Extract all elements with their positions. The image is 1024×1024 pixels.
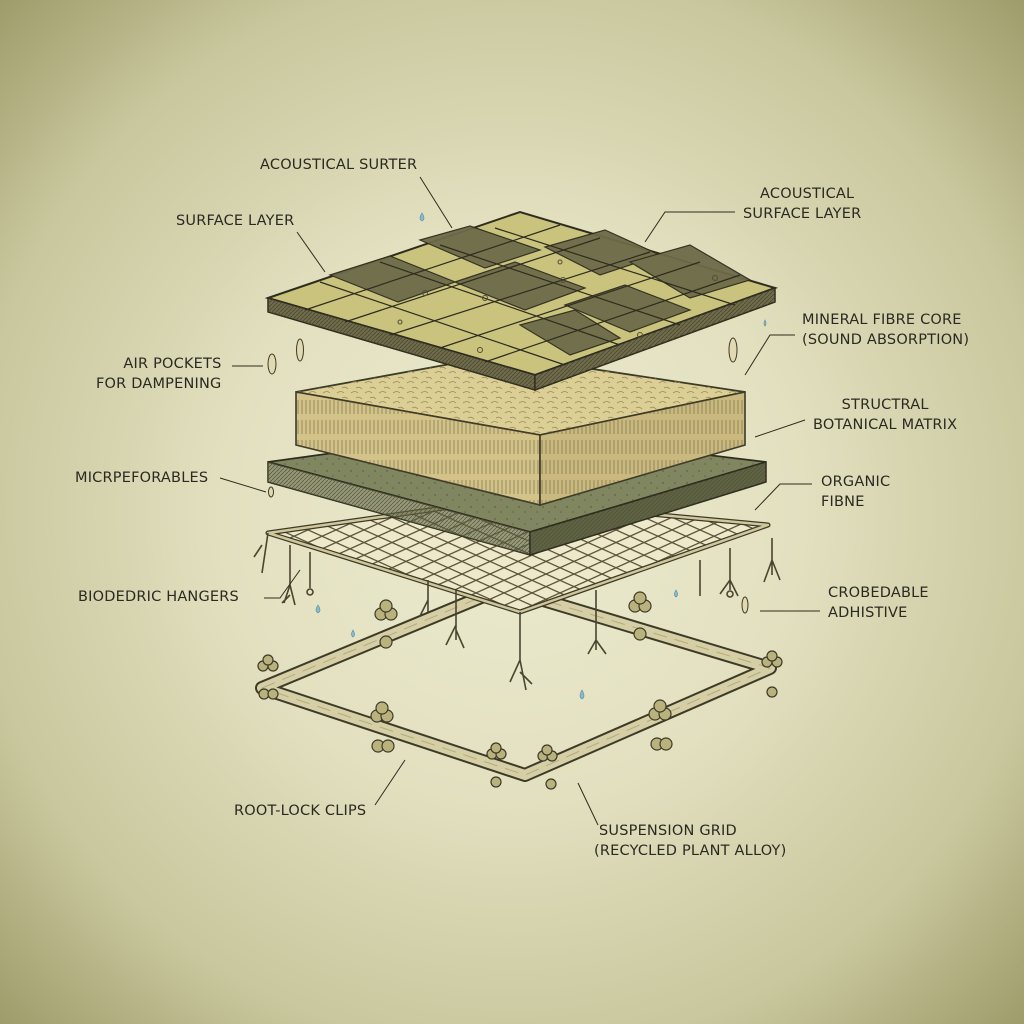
leader-lines [219, 176, 820, 826]
label-line: AIR POCKETS [123, 356, 222, 372]
label-structural-botanical-matrix: STRUCTRAL BOTANICAL MATRIX [813, 395, 957, 435]
acoustical-surface-layer [264, 210, 779, 392]
label-surface-layer: SURFACE LAYER [176, 211, 294, 231]
mineral-fibre-core [295, 354, 746, 507]
label-line: MICRPEFORABLES [75, 470, 209, 486]
label-line: FOR DAMPENING [96, 376, 222, 392]
label-line: BOTANICAL MATRIX [813, 417, 958, 433]
label-line: CROBEDABLE [828, 585, 929, 601]
label-line: STRUCTRAL [841, 397, 929, 413]
label-line: ADHISTIVE [828, 605, 908, 621]
label-line: FIBNE [821, 494, 865, 510]
label-acoustical-surface-layer: ACOUSTICAL SURFACE LAYER [743, 184, 861, 224]
label-line: MINERAL FIBRE CORE [802, 312, 962, 328]
suspension-frame [255, 581, 777, 782]
label-line: (SOUND ABSORPTION) [802, 332, 970, 348]
label-root-lock-clips: ROOT-LOCK CLIPS [234, 801, 366, 821]
label-air-pockets: AIR POCKETS FOR DAMPENING [96, 354, 222, 394]
root-lock-clips [257, 591, 783, 790]
label-line: (RECYCLED PLANT ALLOY) [594, 843, 787, 859]
label-line: ACOUSTICAL [760, 186, 855, 202]
air-pocket-icons [267, 337, 749, 614]
label-line: ORGANIC [821, 474, 891, 490]
label-line: SUSPENSION GRID [599, 823, 737, 839]
label-biodedric-hangers: BIODEDRIC HANGERS [78, 587, 239, 607]
label-acoustical-surter: ACOUSTICAL SURTER [260, 155, 417, 175]
label-line: ROOT-LOCK CLIPS [234, 803, 367, 819]
label-microperforables: MICRPEFORABLES [75, 468, 208, 488]
label-line: BIODEDRIC HANGERS [78, 589, 239, 605]
label-line: SURFACE LAYER [176, 213, 295, 229]
water-drops [315, 212, 767, 700]
label-mineral-fibre-core: MINERAL FIBRE CORE (SOUND ABSORPTION) [802, 310, 969, 350]
label-suspension-grid: SUSPENSION GRID (RECYCLED PLANT ALLOY) [594, 821, 786, 861]
label-line: SURFACE LAYER [743, 206, 862, 222]
label-crobedable-adhistive: CROBEDABLE ADHISTIVE [828, 583, 929, 623]
label-organic-fibre: ORGANIC FIBNE [821, 472, 890, 512]
label-line: ACOUSTICAL SURTER [260, 157, 418, 173]
biodedric-hangers [253, 532, 781, 691]
